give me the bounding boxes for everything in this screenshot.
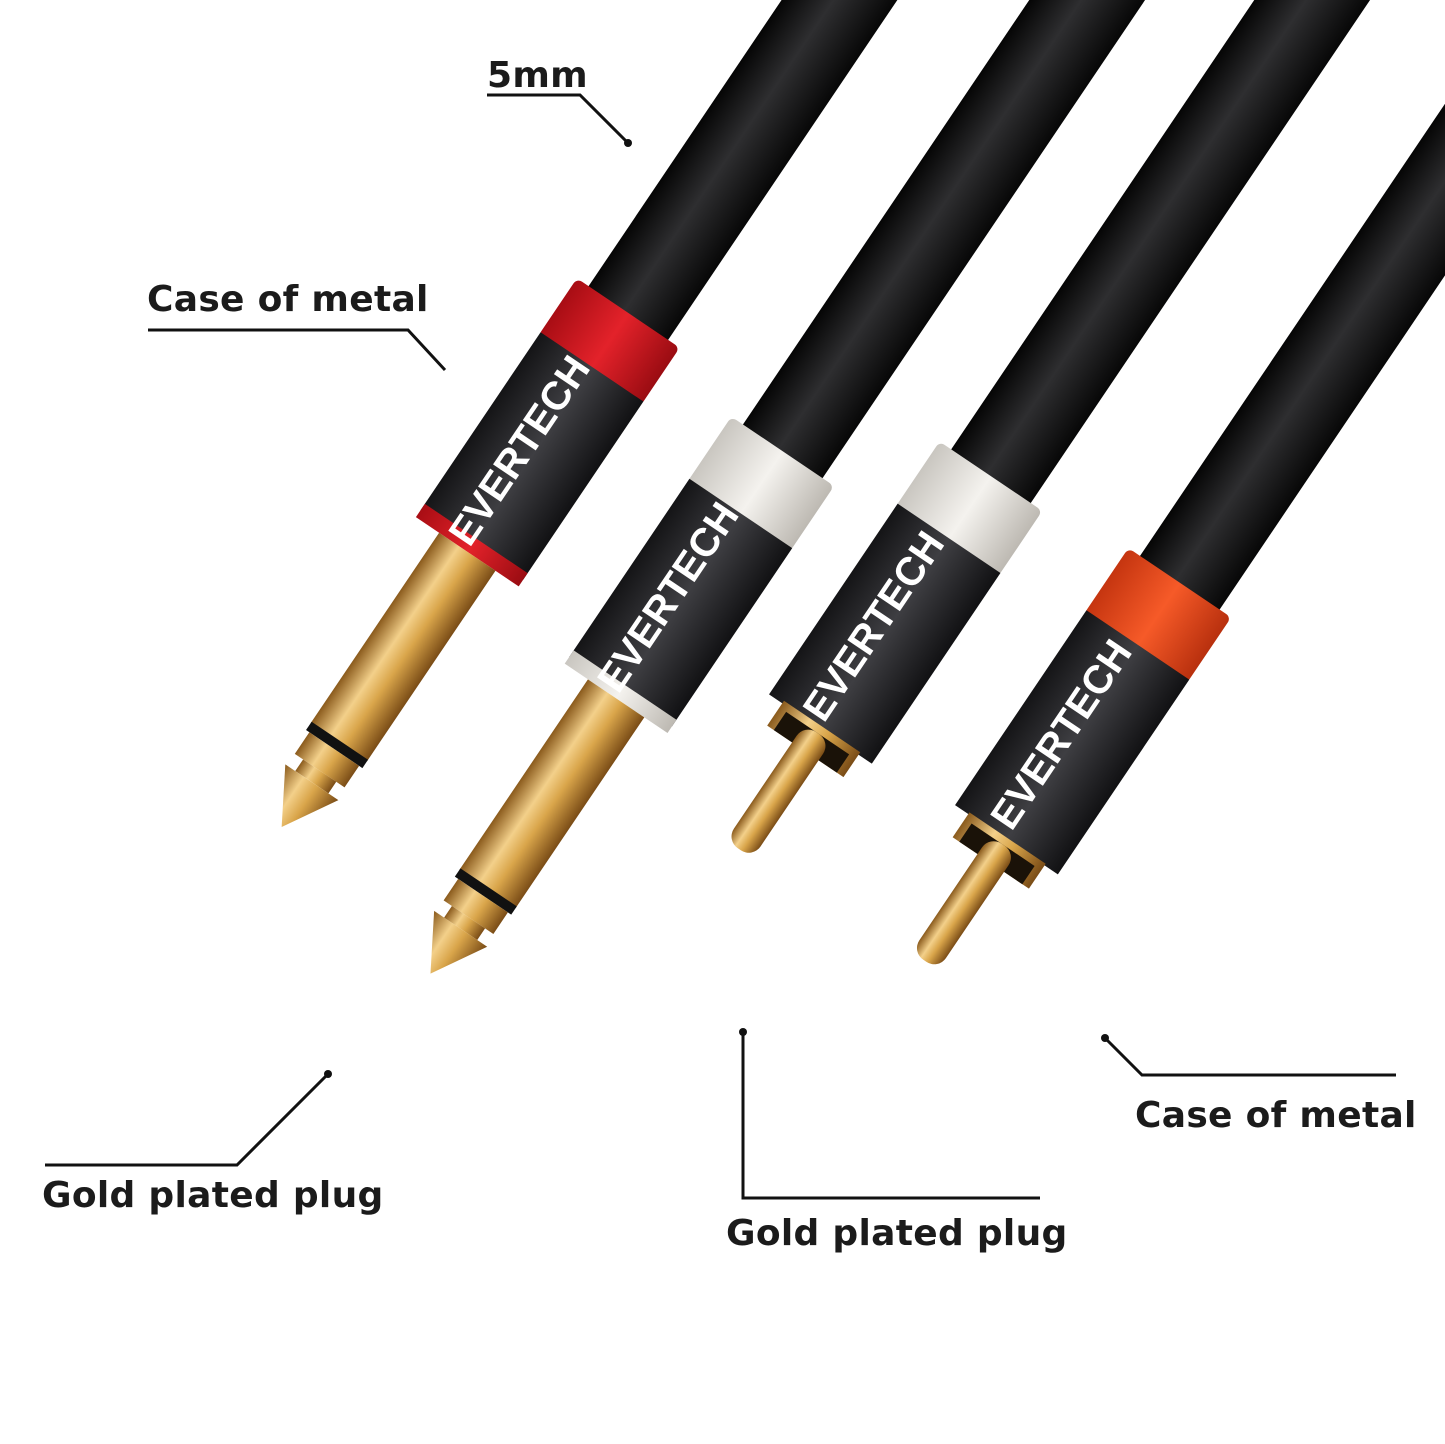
case-of-metal-label-left: Case of metal: [147, 279, 429, 320]
case-of-metal-label-right: Case of metal: [1135, 1095, 1417, 1136]
gold-plated-plug-label-left: Gold plated plug: [42, 1175, 384, 1216]
connector-1-ts-plug: EVERTECH: [281, 0, 999, 828]
leader-dots: [324, 139, 1109, 1078]
connector-2-ts-plug: EVERTECH: [430, 0, 1159, 974]
gold-plated-plug-label-center: Gold plated plug: [726, 1213, 1068, 1254]
connector-4-rca-plug: EVERTECH: [916, 17, 1445, 965]
cable-diameter-label: 5mm: [487, 55, 588, 96]
leader-lines: [45, 93, 1396, 1200]
